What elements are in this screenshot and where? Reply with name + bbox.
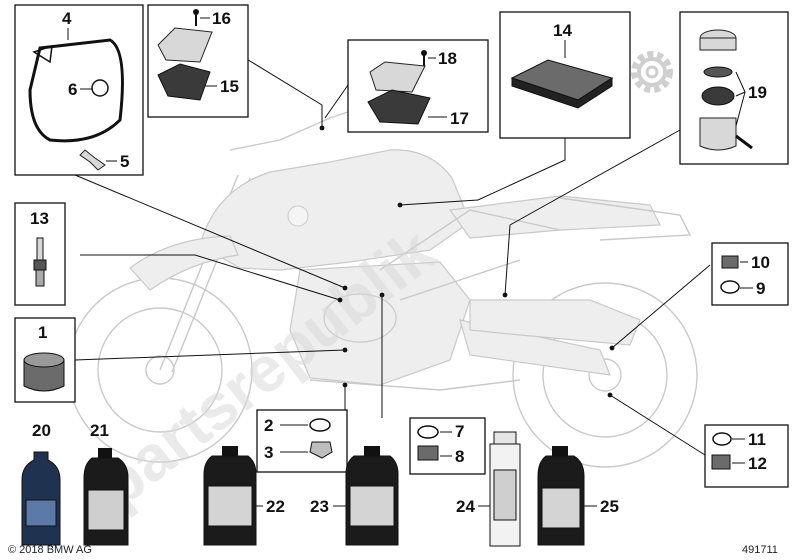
spray-can-24: 24 [456, 431, 521, 547]
diagram-number: 491711 [742, 544, 778, 556]
callout-12: 12 [748, 454, 767, 473]
box-spark-plug: 13 [14, 202, 66, 306]
callout-19: 19 [748, 83, 767, 102]
seal-ring-part [720, 280, 740, 294]
reservoir-cap-part [157, 27, 213, 63]
drain-plug-part [309, 441, 333, 459]
callout-22: 22 [266, 497, 285, 516]
callout-3: 3 [264, 443, 273, 462]
box-brake-reservoir-cap: 16 15 [147, 4, 249, 118]
seal-ring-part [417, 425, 439, 439]
box-rear-reservoir: 19 [679, 11, 789, 165]
box-oil-drain-plug: 2 3 [256, 409, 348, 473]
box-drain-plug-rear: 11 12 [704, 424, 789, 488]
callout-7: 7 [455, 422, 464, 441]
plug-part [417, 445, 439, 461]
oil-bottle-21: 21 [83, 421, 129, 546]
gear-icon [631, 51, 673, 93]
box-clutch-reservoir-cap: 18 17 [347, 39, 489, 133]
callout-4: 4 [62, 9, 72, 28]
seal-ring-part [309, 418, 331, 432]
clutch-cap-part [369, 61, 426, 93]
oil-bottle-25: 25 [537, 446, 619, 546]
callout-5: 5 [120, 152, 129, 171]
callout-10: 10 [751, 253, 770, 272]
clutch-seal-part [367, 89, 431, 125]
callout-17: 17 [450, 109, 469, 128]
spark-plug-part [35, 269, 45, 287]
callout-23: 23 [310, 497, 329, 516]
callout-11: 11 [748, 430, 766, 449]
reservoir-body-part [699, 117, 737, 151]
callout-24: 24 [456, 497, 475, 516]
leader-lines [74, 57, 711, 456]
leader-dots [319, 125, 615, 398]
motorcycle-illustration [67, 107, 698, 468]
fluid-bottle-22: 22 [203, 446, 285, 546]
callout-1: 1 [38, 323, 47, 342]
callout-6: 6 [68, 80, 77, 99]
callout-14: 14 [553, 21, 572, 40]
o-ring-part [91, 79, 109, 97]
callout-8: 8 [455, 447, 464, 466]
copyright-text: © 2018 BMW AG [8, 544, 92, 556]
gasket-part [28, 38, 124, 143]
reservoir-diaphragm-part [701, 86, 735, 106]
callout-18: 18 [438, 49, 457, 68]
callout-25: 25 [600, 497, 619, 516]
callout-13: 13 [30, 209, 49, 228]
bolt-part [79, 149, 106, 171]
plug-part [711, 454, 731, 470]
fluid-bottle-23: 23 [310, 446, 399, 546]
box-oil-filter: 1 [14, 317, 76, 403]
callout-21: 21 [90, 421, 109, 440]
box-valve-cover-gasket: 4 6 5 [14, 4, 144, 176]
box-gear-drain-plug: 7 8 [409, 417, 486, 475]
callout-16: 16 [212, 9, 231, 28]
callout-9: 9 [756, 279, 765, 298]
plug-part [721, 255, 739, 269]
callout-20: 20 [32, 421, 51, 440]
oil-bottle-20: 20 [21, 421, 61, 546]
box-air-filter: 14 [499, 11, 631, 139]
callout-2: 2 [264, 416, 273, 435]
seal-ring-part [712, 432, 732, 446]
box-drain-plug-front: 10 9 [711, 242, 789, 306]
oil-filter-part [23, 359, 65, 392]
callout-15: 15 [220, 77, 239, 96]
